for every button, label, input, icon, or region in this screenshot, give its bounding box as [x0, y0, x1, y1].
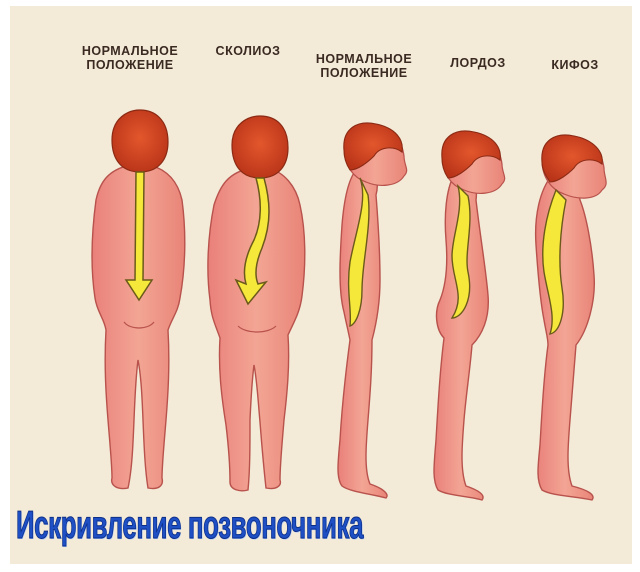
figure-lordosis-side [434, 131, 505, 500]
figure-normal-side [338, 123, 407, 498]
head-hair [112, 110, 168, 172]
figure-normal-back [92, 110, 185, 489]
body-silhouette [536, 172, 595, 500]
body-silhouette [208, 168, 305, 491]
head-hair [232, 116, 288, 178]
figure-scoliosis-back [208, 116, 305, 491]
label-normal-side: НОРМАЛЬНОЕ ПОЛОЖЕНИЕ [300, 52, 428, 80]
label-lordosis: ЛОРДОЗ [438, 56, 518, 70]
label-scoliosis: СКОЛИОЗ [200, 44, 296, 58]
figure-kyphosis-side [536, 135, 607, 500]
caption-title: Искривление позвоночника [16, 504, 363, 548]
label-normal-back: НОРМАЛЬНОЕ ПОЛОЖЕНИЕ [66, 44, 194, 72]
label-kyphosis: КИФОЗ [540, 58, 610, 72]
